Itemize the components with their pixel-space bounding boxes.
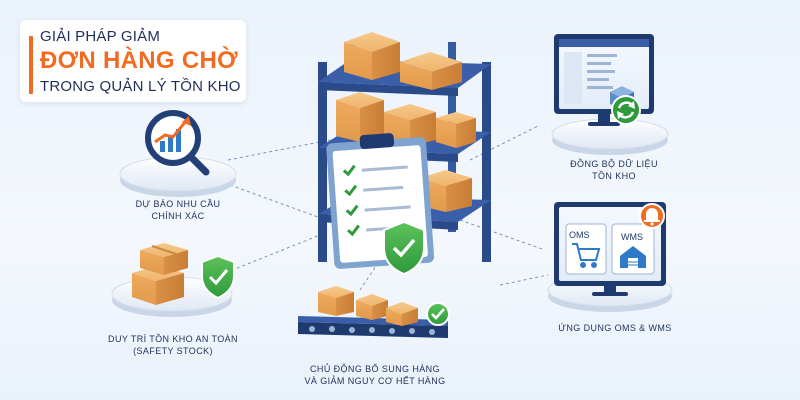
caption-forecast-line-2: CHÍNH XÁC [151, 211, 205, 221]
title-line-2: ĐƠN HÀNG CHỜ [40, 47, 238, 74]
oms-label: OMS [569, 230, 590, 240]
caption-forecast: DỰ BÁO NHU CẦU CHÍNH XÁC [118, 198, 238, 222]
caption-oms-wms: ỨNG DỤNG OMS & WMS [550, 322, 680, 334]
title-accent-bar [29, 36, 33, 94]
warehouse-icon [620, 246, 646, 268]
title-line-1: GIẢI PHÁP GIẢM [40, 28, 161, 45]
caption-safety-line-2: (SAFETY STOCK) [133, 346, 213, 356]
notification-bell-icon [639, 203, 665, 229]
caption-sync-line-1: ĐỒNG BỘ DỮ LIỆU [570, 159, 658, 169]
caption-forecast-line-1: DỰ BÁO NHU CẦU [135, 199, 221, 209]
sync-arrows-icon [611, 95, 641, 125]
magnifier-growth-chart-icon [145, 110, 210, 176]
caption-replenish-line-1: CHỦ ĐỘNG BỔ SUNG HÀNG [310, 364, 440, 374]
caption-replenish-line-2: VÀ GIẢM NGUY CƠ HẾT HÀNG [304, 376, 446, 386]
stacked-boxes-left [132, 243, 188, 305]
sync-platform [551, 118, 669, 155]
caption-replenish: CHỦ ĐỘNG BỔ SUNG HÀNG VÀ GIẢM NGUY CƠ HẾ… [290, 363, 460, 387]
central-shield-check-icon [383, 220, 425, 276]
caption-sync: ĐỒNG BỘ DỮ LIỆU TỒN KHO [554, 158, 674, 182]
shopping-cart-icon [572, 243, 601, 268]
title-line-3: TRONG QUẢN LÝ TỒN KHO [40, 78, 241, 95]
caption-sync-line-2: TỒN KHO [592, 171, 636, 181]
conveyor-check-icon [426, 302, 450, 326]
caption-safety-line-1: DUY TRÌ TỒN KHO AN TOÀN [108, 334, 238, 344]
safety-shield-check-icon [201, 254, 235, 300]
wms-label: WMS [621, 232, 643, 242]
caption-oms-wms-line-1: ỨNG DỤNG OMS & WMS [558, 323, 672, 333]
caption-safety-stock: DUY TRÌ TỒN KHO AN TOÀN (SAFETY STOCK) [98, 333, 248, 357]
conveyor-belt [298, 286, 448, 338]
title-card: GIẢI PHÁP GIẢM ĐƠN HÀNG CHỜ TRONG QUẢN L… [20, 20, 246, 102]
